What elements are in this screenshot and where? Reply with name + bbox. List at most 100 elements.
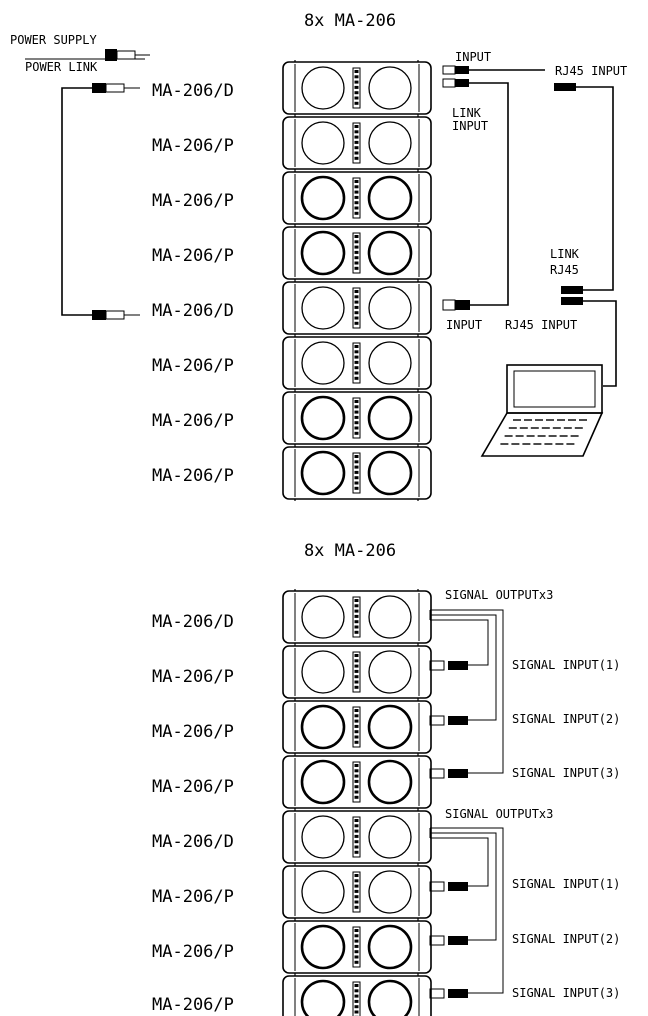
bottom-cabinet: [282, 755, 432, 809]
bottom-unit-label: MA-206/P: [152, 995, 234, 1015]
link-input-label: LINK: [452, 106, 482, 120]
top-unit-labels: MA-206/D MA-206/P MA-206/P MA-206/P MA-2…: [152, 81, 234, 486]
signal-input-label: SIGNAL INPUT(3): [512, 766, 620, 780]
rj45-connector-icon: [561, 286, 583, 294]
bottom-unit-label: MA-206/D: [152, 612, 234, 632]
signal-output-label: SIGNAL OUTPUTx3: [445, 588, 553, 602]
bottom-cabinet: [282, 700, 432, 754]
rj45-connector-icon: [554, 83, 576, 91]
woofer-right-icon: [368, 286, 412, 330]
xlr-connector-icon: [442, 65, 469, 75]
bottom-cabinet: [282, 975, 432, 1016]
tweeter-array-icon: [352, 981, 361, 1016]
woofer-left-icon: [300, 450, 346, 496]
woofer-right-icon: [368, 595, 412, 639]
signal-input-label: SIGNAL INPUT(1): [512, 658, 620, 672]
power-connector-icon: [105, 49, 150, 61]
top-title: 8x MA-206: [304, 11, 396, 31]
woofer-right-icon: [367, 704, 413, 750]
woofer-right-icon: [367, 395, 413, 441]
woofer-left-icon: [301, 870, 345, 914]
input-label-bottom: INPUT: [446, 318, 482, 332]
top-cabinet: [282, 446, 432, 500]
signal-input-label: SIGNAL INPUT(2): [512, 712, 620, 726]
top-unit-label: MA-206/D: [152, 81, 234, 101]
power-link-label: POWER LINK: [25, 60, 98, 74]
top-unit-label: MA-206/P: [152, 246, 234, 266]
top-cabinet: [282, 391, 432, 445]
xlr-connector-icon: [429, 881, 468, 892]
woofer-left-icon: [301, 650, 345, 694]
bottom-cabinet: [282, 865, 432, 919]
top-unit-label: MA-206/P: [152, 191, 234, 211]
xlr-connector-icon: [429, 935, 468, 946]
signal-input-label: SIGNAL INPUT(1): [512, 877, 620, 891]
top-cabinet: [282, 171, 432, 225]
bottom-cabinet: [282, 810, 432, 864]
bottom-unit-label: MA-206/P: [152, 777, 234, 797]
network-wiring: INPUT LINK INPUT INPUT RJ45 INPUT LINK R…: [442, 50, 627, 457]
woofer-left-icon: [300, 704, 346, 750]
woofer-left-icon: [301, 66, 345, 110]
rj45-input-label-bottom: RJ45 INPUT: [505, 318, 577, 332]
link-rj45-label: RJ45: [550, 263, 579, 277]
top-cabinet: [282, 281, 432, 335]
signal-wiring-group-1: SIGNAL OUTPUTx3 SIGNAL INPUT(1) SIGNAL I…: [429, 588, 620, 780]
top-unit-label: MA-206/D: [152, 301, 234, 321]
bottom-cabinet: [282, 920, 432, 974]
bottom-cabinet: [282, 645, 432, 699]
top-unit-label: MA-206/P: [152, 356, 234, 376]
xlr-connector-icon: [429, 768, 468, 779]
woofer-right-icon: [368, 870, 412, 914]
woofer-left-icon: [301, 341, 345, 385]
bottom-unit-label: MA-206/P: [152, 887, 234, 907]
woofer-right-icon: [367, 979, 413, 1016]
bottom-unit-label: MA-206/P: [152, 942, 234, 962]
bottom-unit-label: MA-206/P: [152, 667, 234, 687]
bottom-title: 8x MA-206: [304, 541, 396, 561]
woofer-right-icon: [368, 121, 412, 165]
signal-input-label: SIGNAL INPUT(3): [512, 986, 620, 1000]
woofer-left-icon: [300, 230, 346, 276]
laptop-icon: [480, 364, 604, 457]
signal-wiring-group-2: SIGNAL OUTPUTx3 SIGNAL INPUT(1) SIGNAL I…: [429, 807, 620, 1000]
power-wiring: POWER SUPPLY POWER LINK: [10, 33, 150, 320]
rj45-input-label-top: RJ45 INPUT: [555, 64, 627, 78]
woofer-right-icon: [367, 450, 413, 496]
woofer-left-icon: [300, 759, 346, 805]
xlr-connector-icon: [429, 988, 468, 999]
woofer-left-icon: [300, 924, 346, 970]
bottom-cabinet: [282, 590, 432, 644]
woofer-right-icon: [368, 341, 412, 385]
bottom-unit-label: MA-206/D: [152, 832, 234, 852]
top-unit-label: MA-206/P: [152, 411, 234, 431]
woofer-right-icon: [368, 66, 412, 110]
top-cabinet: [282, 116, 432, 170]
bottom-unit-label: MA-206/P: [152, 722, 234, 742]
woofer-right-icon: [367, 230, 413, 276]
signal-input-label: SIGNAL INPUT(2): [512, 932, 620, 946]
link-rj45-label: LINK: [550, 247, 580, 261]
xlr-connector-icon: [429, 715, 468, 726]
top-speaker-stack: [282, 60, 432, 501]
woofer-right-icon: [367, 175, 413, 221]
woofer-left-icon: [300, 395, 346, 441]
woofer-left-icon: [300, 175, 346, 221]
woofer-left-icon: [300, 979, 346, 1016]
input-label-top: INPUT: [455, 50, 491, 64]
top-cabinet: [282, 336, 432, 390]
woofer-left-icon: [301, 286, 345, 330]
xlr-connector-icon: [442, 299, 470, 311]
woofer-left-icon: [301, 595, 345, 639]
top-cabinet: [282, 226, 432, 280]
link-input-label: INPUT: [452, 119, 488, 133]
power-supply-label: POWER SUPPLY: [10, 33, 97, 47]
power-connector-icon: [92, 310, 140, 320]
top-unit-label: MA-206/P: [152, 466, 234, 486]
bottom-speaker-stack: [282, 589, 432, 1016]
woofer-right-icon: [368, 650, 412, 694]
woofer-left-icon: [301, 121, 345, 165]
xlr-connector-icon: [442, 78, 469, 88]
woofer-left-icon: [301, 815, 345, 859]
